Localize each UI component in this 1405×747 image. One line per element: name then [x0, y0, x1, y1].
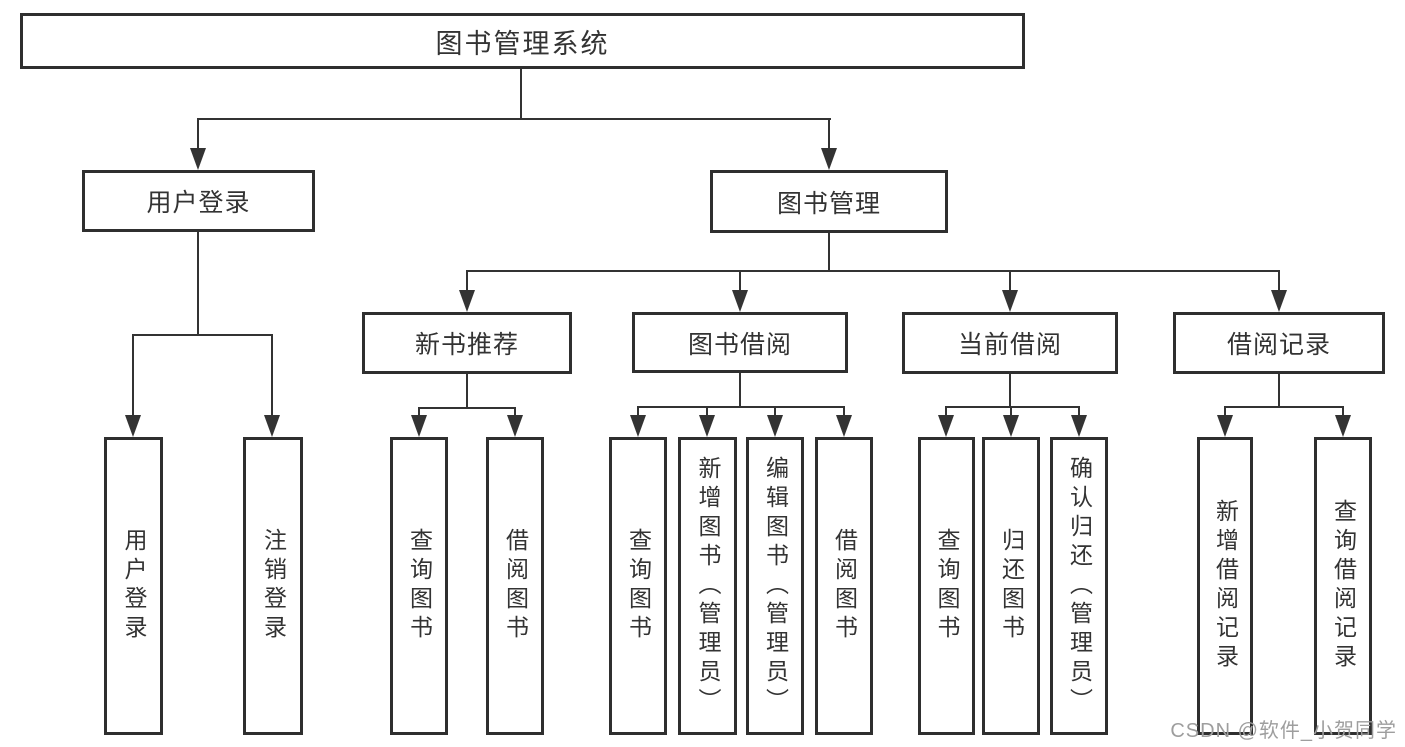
node-label: 新增图书（管理员）: [695, 455, 721, 717]
connector-level3-rail: [466, 270, 1280, 272]
connector-user-login-trunk: [197, 232, 199, 336]
connector-to-user-login: [197, 118, 199, 152]
node-label: 确认归还（管理员）: [1066, 455, 1093, 717]
arrow-down-icon: [1271, 290, 1287, 312]
node-borrow-record: 借阅记录: [1173, 312, 1385, 374]
node-label: 查询图书: [934, 528, 960, 644]
node-logout-leaf: 注销登录: [243, 437, 303, 735]
connector-book-management-trunk: [828, 233, 830, 272]
arrow-down-icon: [699, 415, 715, 437]
node-label: 新增借阅记录: [1212, 499, 1239, 673]
node-cb-query-book: 查询图书: [918, 437, 975, 735]
arrow-down-icon: [264, 415, 280, 437]
node-bb-edit-book: 编辑图书（管理员）: [746, 437, 804, 735]
node-label: 归还图书: [998, 528, 1025, 644]
connector-br-trunk: [1278, 374, 1280, 408]
connector-bb-rail: [637, 406, 845, 408]
arrow-down-icon: [1217, 415, 1233, 437]
connector-to-book-borrow: [739, 270, 741, 294]
connector-to-bb-borrow: [843, 406, 845, 418]
arrow-down-icon: [630, 415, 646, 437]
arrow-down-icon: [938, 415, 954, 437]
connector-to-bb-add: [706, 406, 708, 418]
node-label: 注销登录: [260, 528, 287, 644]
connector-to-nbr-query: [418, 407, 420, 419]
connector-to-cb-return: [1010, 406, 1012, 418]
connector-nbr-rail: [418, 407, 516, 409]
connector-to-nbr-borrow: [514, 407, 516, 419]
node-bb-add-book: 新增图书（管理员）: [678, 437, 737, 735]
arrow-down-icon: [732, 290, 748, 312]
connector-br-rail: [1224, 406, 1344, 408]
node-nbr-query-book: 查询图书: [390, 437, 448, 735]
connector-to-book-management: [828, 118, 830, 152]
arrow-down-icon: [1002, 290, 1018, 312]
arrow-down-icon: [1071, 415, 1087, 437]
connector-to-cb-query: [945, 406, 947, 418]
connector-to-logout-leaf: [271, 334, 273, 420]
connector-cb-trunk: [1009, 374, 1011, 408]
connector-to-user-login-leaf: [132, 334, 134, 420]
arrow-down-icon: [507, 415, 523, 437]
connector-user-login-rail: [132, 334, 273, 336]
node-label: 用户登录: [121, 528, 147, 644]
arrow-down-icon: [459, 290, 475, 312]
node-current-borrow: 当前借阅: [902, 312, 1118, 374]
arrow-down-icon: [767, 415, 783, 437]
connector-to-current-borrow: [1009, 270, 1011, 294]
node-label: 编辑图书（管理员）: [762, 455, 789, 717]
watermark: CSDN @软件_小贺同学: [1170, 720, 1397, 742]
node-book-borrow: 图书借阅: [632, 312, 848, 373]
node-label: 借阅图书: [502, 528, 529, 644]
node-new-book-recommend: 新书推荐: [362, 312, 572, 374]
arrow-down-icon: [1003, 415, 1019, 437]
node-user-login: 用户登录: [82, 170, 315, 232]
node-cb-return-book: 归还图书: [982, 437, 1040, 735]
node-label: 查询借阅记录: [1330, 499, 1357, 673]
connector-to-br-add: [1224, 406, 1226, 418]
node-user-login-leaf: 用户登录: [104, 437, 163, 735]
connector-cb-rail: [945, 406, 1080, 408]
arrow-down-icon: [836, 415, 852, 437]
connector-to-bb-query: [637, 406, 639, 418]
node-root: 图书管理系统: [20, 13, 1025, 69]
node-br-query-record: 查询借阅记录: [1314, 437, 1372, 735]
connector-to-new-book-recommend: [466, 270, 468, 294]
connector-to-borrow-record: [1278, 270, 1280, 294]
arrow-down-icon: [821, 148, 837, 170]
connector-to-cb-confirm: [1078, 406, 1080, 418]
connector-level2-rail: [197, 118, 831, 120]
connector-bb-trunk: [739, 373, 741, 408]
node-label: 查询图书: [406, 528, 433, 644]
node-label: 查询图书: [625, 528, 652, 644]
arrow-down-icon: [190, 148, 206, 170]
connector-root-trunk: [520, 69, 522, 120]
arrow-down-icon: [411, 415, 427, 437]
arrow-down-icon: [125, 415, 141, 437]
node-bb-query-book: 查询图书: [609, 437, 667, 735]
arrow-down-icon: [1335, 415, 1351, 437]
node-book-management: 图书管理: [710, 170, 948, 233]
connector-to-bb-edit: [774, 406, 776, 418]
node-nbr-borrow-book: 借阅图书: [486, 437, 544, 735]
node-bb-borrow-book: 借阅图书: [815, 437, 873, 735]
node-br-add-record: 新增借阅记录: [1197, 437, 1253, 735]
connector-nbr-trunk: [466, 374, 468, 409]
node-label: 借阅图书: [831, 528, 858, 644]
connector-to-br-query: [1342, 406, 1344, 418]
node-cb-confirm-return: 确认归还（管理员）: [1050, 437, 1108, 735]
